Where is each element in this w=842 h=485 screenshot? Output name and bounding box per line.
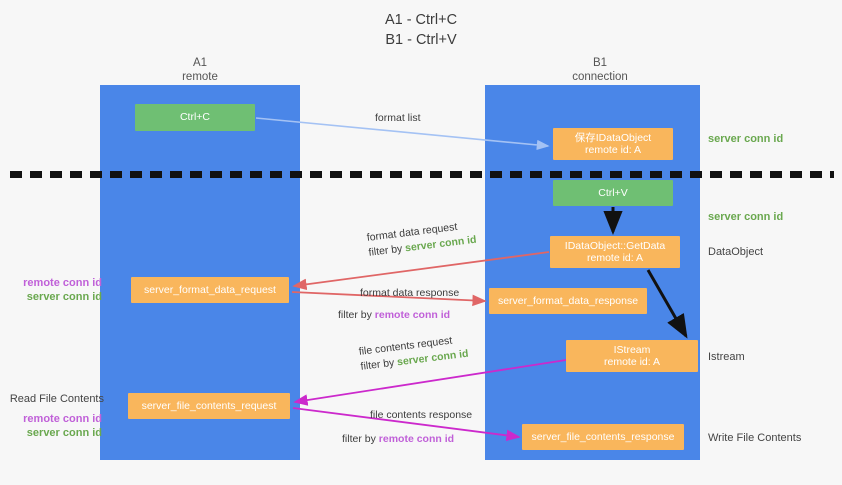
- box-istream-subtitle: remote id: A: [603, 356, 661, 368]
- arrow-label-format-data-response-filter: filter by remote conn id: [338, 308, 459, 323]
- filter-prefix: filter by: [367, 242, 406, 259]
- filter-prefix: filter by: [338, 309, 375, 321]
- box-save-idataobject-subtitle: remote id: A: [584, 144, 642, 156]
- arrow-label-file-contents-request: file contents request filter by server c…: [358, 332, 469, 375]
- column-header-a1: A1 remote: [182, 57, 218, 83]
- box-idataobject-getdata-subtitle: remote id: A: [586, 252, 644, 264]
- filter-prefix: filter by: [359, 356, 398, 373]
- arrow-label-file-contents-response-filter: filter by remote conn id: [342, 432, 472, 447]
- box-server-file-contents-response[interactable]: server_file_contents_response: [522, 424, 684, 450]
- box-save-idataobject[interactable]: 保存IDataObject remote id: A: [553, 128, 673, 160]
- arrow-label-format-list: format list: [375, 112, 421, 124]
- box-server-format-data-response[interactable]: server_format_data_response: [489, 288, 647, 314]
- box-server-file-contents-response-label: server_file_contents_response: [531, 430, 675, 443]
- box-istream[interactable]: IStream remote id: A: [566, 340, 698, 372]
- label-left-conn-ids-top: remote conn id server conn id: [10, 276, 102, 304]
- box-ctrl-v-label: Ctrl+V: [598, 186, 628, 199]
- arrow-label-format-data-response-line1: format data response: [360, 287, 460, 299]
- arrow-label-format-data-request: format data request filter by server con…: [366, 218, 477, 261]
- filter-prefix: filter by: [342, 433, 379, 445]
- arrow-label-file-contents-response: file contents response filter by remote …: [342, 408, 473, 447]
- box-server-file-contents-request[interactable]: server_file_contents_request: [128, 393, 290, 419]
- box-idataobject-getdata[interactable]: IDataObject::GetData remote id: A: [550, 236, 680, 268]
- label-server-conn-id: server conn id: [26, 427, 102, 439]
- filter-value-remote-conn-id: remote conn id: [378, 433, 455, 445]
- label-left-conn-ids-bottom: remote conn id server conn id: [10, 412, 102, 440]
- label-dataobject: DataObject: [708, 246, 764, 258]
- column-header-b1: B1 connection: [572, 57, 628, 83]
- label-remote-conn-id: remote conn id: [23, 413, 102, 425]
- filter-value-remote-conn-id: remote conn id: [374, 309, 451, 321]
- box-ctrl-c[interactable]: Ctrl+C: [135, 104, 255, 131]
- label-remote-conn-id: remote conn id: [23, 277, 102, 289]
- dashed-divider: [10, 171, 834, 178]
- box-idataobject-getdata-title: IDataObject::GetData: [564, 239, 666, 252]
- box-istream-title: IStream: [613, 343, 651, 356]
- box-ctrl-v[interactable]: Ctrl+V: [553, 180, 673, 206]
- label-read-file-contents: Read File Contents: [9, 393, 104, 405]
- label-server-conn-id: server conn id: [26, 291, 102, 303]
- page-title: A1 - Ctrl+C B1 - Ctrl+V: [384, 12, 458, 48]
- label-server-conn-id-top: server conn id: [708, 133, 784, 145]
- label-write-file-contents: Write File Contents: [708, 432, 802, 444]
- box-ctrl-c-label: Ctrl+C: [179, 111, 211, 124]
- label-istream: Istream: [708, 351, 745, 363]
- label-server-conn-id-second: server conn id: [708, 211, 784, 223]
- box-server-format-data-request-label: server_format_data_request: [144, 283, 276, 296]
- box-server-format-data-request[interactable]: server_format_data_request: [131, 277, 289, 303]
- box-save-idataobject-title: 保存IDataObject: [574, 131, 652, 144]
- arrow-label-format-data-response: format data response filter by remote co…: [338, 286, 460, 323]
- box-server-file-contents-request-label: server_file_contents_request: [141, 399, 277, 412]
- box-server-format-data-response-label: server_format_data_response: [497, 294, 639, 307]
- arrow-label-file-contents-response-line1: file contents response: [370, 409, 473, 421]
